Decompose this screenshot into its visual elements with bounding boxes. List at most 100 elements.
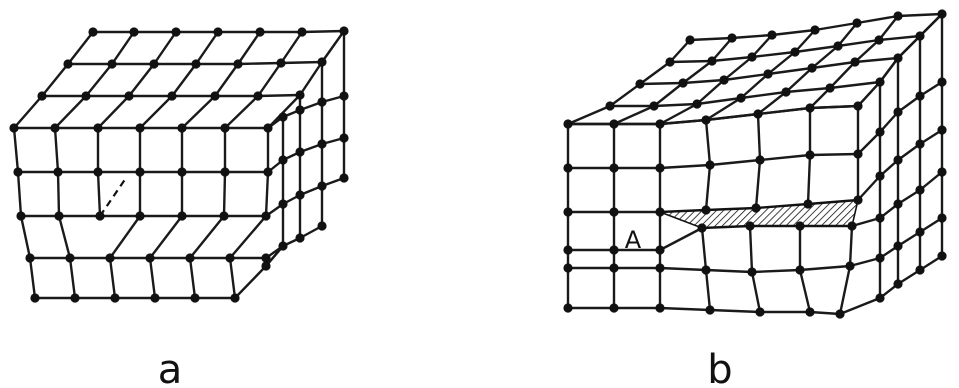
panel-a-lattice-nodes [9,26,348,302]
lattice-node [635,79,644,88]
slip-plane-hatched-area [660,200,858,228]
lattice-node [145,253,154,262]
point-label-a: A [625,226,642,254]
lattice-node [609,245,618,254]
lattice-node [805,150,814,159]
lattice-node [937,251,946,260]
lattice-node [230,293,239,302]
lattice-node [261,211,270,220]
lattice-node [563,119,572,128]
lattice-node [563,163,572,172]
lattice-node [747,52,756,61]
panel-a-edge-dislocation-crystal: a [9,26,348,388]
lattice-node [255,27,264,36]
lattice-node [655,207,664,216]
lattice-node [135,123,144,132]
lattice-node [736,93,745,102]
lattice-node [845,261,854,270]
lattice-node [110,293,119,302]
lattice-node [177,167,186,176]
lattice-node [263,167,272,176]
lattice-node [915,185,924,194]
lattice-node [219,211,228,220]
lattice-node [317,221,326,230]
lattice-node [803,199,812,208]
lattice-node [105,253,114,262]
lattice-node [875,293,884,302]
lattice-node [825,83,834,92]
lattice-node [893,241,902,250]
lattice-node [701,115,710,124]
lattice-node [835,309,844,318]
lattice-node [705,305,714,314]
lattice-node [95,211,104,220]
lattice-node [295,105,304,114]
lattice-node [833,41,842,50]
lattice-node [167,91,176,100]
lattice-node [805,103,814,112]
lattice-node [701,265,710,274]
lattice-node [54,211,63,220]
lattice-node [339,173,348,182]
lattice-node [705,160,714,169]
lattice-node [563,207,572,216]
lattice-node [915,91,924,100]
lattice-node [915,139,924,148]
lattice-node [107,59,116,68]
lattice-node [609,119,618,128]
lattice-node [937,77,946,86]
lattice-node [220,123,229,132]
lattice-node [937,167,946,176]
lattice-node [93,167,102,176]
lattice-node [185,253,194,262]
dislocation-line-dashed [100,178,126,216]
lattice-node [150,293,159,302]
lattice-node [655,245,664,254]
lattice-node [692,99,701,108]
lattice-node [852,18,861,27]
lattice-node [755,307,764,316]
lattice-node [65,253,74,262]
lattice-node [63,59,72,68]
lattice-node [893,279,902,288]
lattice-node [937,213,946,222]
lattice-node [874,35,883,44]
lattice-node [339,26,348,35]
lattice-node [261,253,270,262]
lattice-node [915,31,924,40]
lattice-node [753,109,762,118]
lattice-node [875,253,884,262]
lattice-node [853,149,862,158]
lattice-node [875,171,884,180]
lattice-node [253,91,262,100]
lattice-node [655,263,664,272]
lattice-node [177,123,186,132]
lattice-node [850,57,859,66]
lattice-node [261,261,270,270]
lattice-node [190,293,199,302]
lattice-node [893,11,902,20]
lattice-node [655,119,664,128]
lattice-node [339,91,348,100]
lattice-node [807,63,816,72]
lattice-node [893,199,902,208]
lattice-node [678,78,687,87]
lattice-node [781,87,790,96]
lattice-node [795,265,804,274]
lattice-node [937,125,946,134]
lattice-node [915,227,924,236]
lattice-node [937,9,946,18]
lattice-node [295,90,304,99]
lattice-node [191,59,200,68]
lattice-node [88,27,97,36]
lattice-node [81,91,90,100]
lattice-node [655,303,664,312]
lattice-node [25,253,34,262]
lattice-node [893,107,902,116]
lattice-node [70,293,79,302]
lattice-node [719,75,728,84]
panel-label-a: a [158,347,183,388]
lattice-node [563,245,572,254]
lattice-node [295,233,304,242]
